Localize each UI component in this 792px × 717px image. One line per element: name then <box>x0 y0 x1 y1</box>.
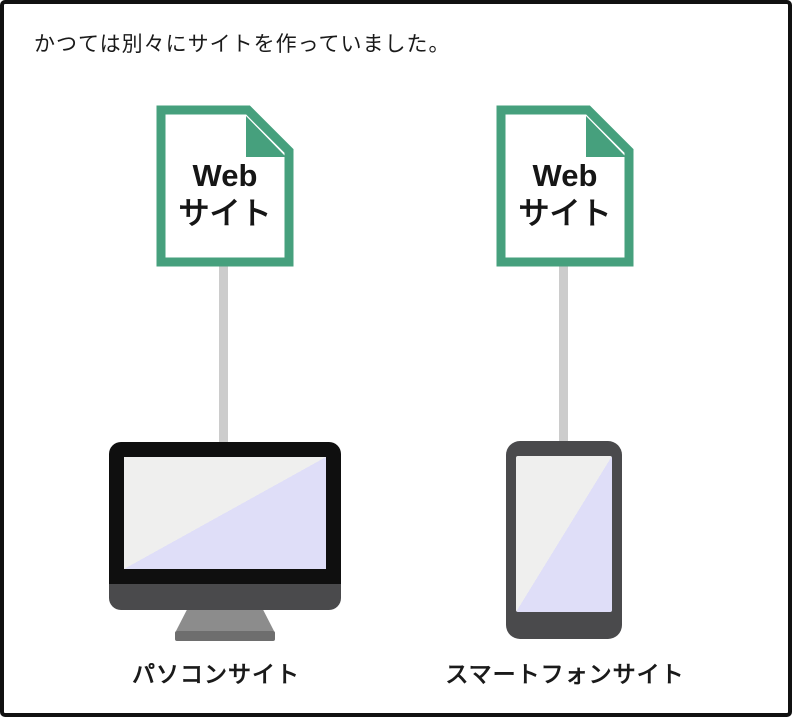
monitor-chin <box>109 584 341 610</box>
monitor-base <box>175 631 275 641</box>
document-label-line1: Web <box>192 158 258 194</box>
connector-line-pc <box>219 262 228 448</box>
web-document-icon-pc: Web サイト <box>156 105 294 267</box>
desktop-computer-icon <box>109 442 341 642</box>
diagram-title: かつては別々にサイトを作っていました。 <box>34 33 451 56</box>
monitor-stand <box>176 610 274 631</box>
document-label: Web サイト <box>156 105 294 267</box>
document-label: Web サイト <box>496 105 634 267</box>
smartphone-screen <box>516 456 612 612</box>
web-document-icon-sp: Web サイト <box>496 105 634 267</box>
document-outline-icon <box>156 105 294 267</box>
caption-smartphone-site: スマートフォンサイト <box>445 661 685 687</box>
document-label-line1: Web <box>532 158 598 194</box>
folded-corner-icon <box>246 116 286 157</box>
monitor-screen <box>124 457 326 569</box>
connector-line-sp <box>559 262 568 448</box>
caption-pc-site: パソコンサイト <box>132 661 300 687</box>
document-label-line2: サイト <box>178 196 272 231</box>
smartphone-icon <box>506 441 622 639</box>
document-label-line2: サイト <box>518 196 612 231</box>
folded-corner-icon <box>586 116 626 157</box>
document-outline-icon <box>496 105 634 267</box>
